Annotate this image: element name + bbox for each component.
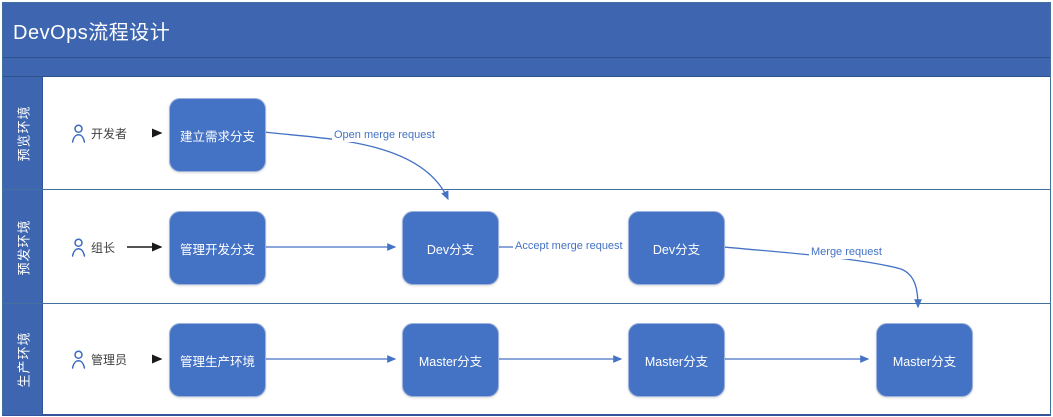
actor-developer: 开发者 — [71, 123, 127, 143]
node-manage-dev-branch[interactable]: 管理开发分支 — [169, 211, 266, 285]
page-title: DevOps流程设计 — [13, 21, 171, 44]
node-manage-prod-env[interactable]: 管理生产环境 — [169, 323, 266, 397]
actor-admin: 管理员 — [71, 349, 127, 369]
node-master-branch-1[interactable]: Master分支 — [402, 323, 499, 397]
lane-preview: 预览环境 — [3, 77, 1050, 189]
node-master-branch-3[interactable]: Master分支 — [876, 323, 973, 397]
connector-label-merge-request: Merge request — [809, 246, 884, 259]
actor-team-leader: 组长 — [71, 237, 115, 257]
lane-prerelease: 预发环境 — [3, 189, 1050, 304]
person-icon — [71, 238, 86, 257]
connector-label-accept-merge-request: Accept merge request — [513, 240, 625, 253]
lane-label-text: 生产环境 — [16, 331, 32, 388]
actor-label: 组长 — [91, 240, 116, 255]
node-master-branch-2[interactable]: Master分支 — [628, 323, 725, 397]
diagram-title-bar: DevOps流程设计 — [3, 3, 1050, 58]
phase-header-bar — [3, 58, 1050, 77]
actor-label: 管理员 — [91, 352, 128, 367]
lane-label-text: 预发环境 — [16, 218, 32, 276]
lane-label-production: 生产环境 — [3, 304, 43, 415]
person-icon — [71, 124, 86, 143]
node-dev-branch-1[interactable]: Dev分支 — [402, 211, 499, 285]
node-dev-branch-2[interactable]: Dev分支 — [628, 211, 725, 285]
lane-label-text: 预览环境 — [16, 104, 32, 162]
lane-production: 生产环境 — [3, 303, 1050, 415]
person-icon — [71, 350, 86, 369]
actor-label: 开发者 — [91, 126, 128, 141]
node-create-requirement-branch[interactable]: 建立需求分支 — [169, 98, 266, 172]
lane-label-prerelease: 预发环境 — [3, 190, 43, 304]
connector-label-open-merge-request: Open merge request — [332, 129, 437, 142]
lane-label-preview: 预览环境 — [3, 77, 43, 189]
